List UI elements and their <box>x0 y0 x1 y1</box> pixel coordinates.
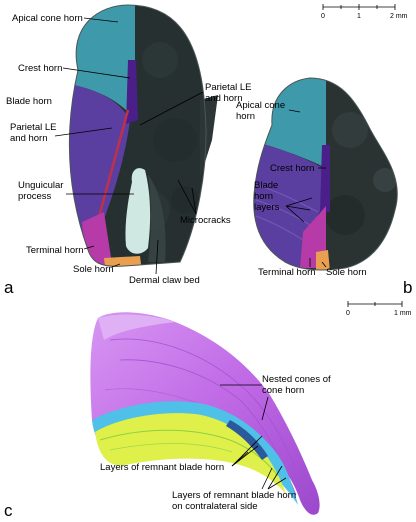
crest-region-a <box>126 60 138 124</box>
label-microcracks: Microcracks <box>180 215 231 226</box>
panel-letter-b: b <box>403 278 412 297</box>
panel-a: Apical cone horn Crest horn Blade horn P… <box>4 4 251 297</box>
label-blade-layers-b-2: horn <box>254 191 273 202</box>
label-parietal-right-2: and horn <box>205 93 243 104</box>
scale-top-tick-1: 1 <box>357 13 361 20</box>
scale-bar-bottom: 0 1 mm <box>346 301 412 317</box>
label-nested-cones-2: cone horn <box>262 385 304 396</box>
label-unguicular-2: process <box>18 191 52 202</box>
panel-b: Apical cone horn Crest horn Blade horn l… <box>236 77 412 297</box>
claw-a-outline <box>68 4 207 267</box>
label-contralateral-2: on contralateral side <box>172 501 258 512</box>
label-remnant-blade: Layers of remnant blade horn <box>100 462 224 473</box>
label-blade-layers-b-3: layers <box>254 202 280 213</box>
dermal-claw-bed-shape <box>148 175 166 262</box>
label-contralateral-1: Layers of remnant blade horn <box>172 490 296 501</box>
label-parietal-left-2: and horn <box>10 133 48 144</box>
scale-top-tick-0: 0 <box>321 13 325 20</box>
label-apical-cone-horn-a: Apical cone horn <box>12 13 83 24</box>
panel-letter-c: c <box>4 501 13 520</box>
panel-letter-a: a <box>4 278 14 297</box>
label-dermal-claw-bed: Dermal claw bed <box>129 275 200 286</box>
label-parietal-right-1: Parietal LE <box>205 82 251 93</box>
label-blade-horn-a: Blade horn <box>6 96 52 107</box>
label-parietal-left-1: Parietal LE <box>10 122 56 133</box>
claw-a-tip-outline <box>200 95 218 178</box>
blade-region-b <box>253 140 326 270</box>
sole-region-b <box>316 250 330 270</box>
scale-bottom-tick-0: 0 <box>346 310 350 317</box>
label-nested-cones-1: Nested cones of <box>262 374 331 385</box>
scale-bar-top: 0 1 2 mm <box>321 4 408 20</box>
scale-top-tick-2: 2 mm <box>390 13 408 20</box>
panel-c: Nested cones of cone horn Layers of remn… <box>4 312 331 520</box>
label-unguicular-1: Unguicular <box>18 180 63 191</box>
cone-horn-top-face <box>98 314 175 340</box>
label-apical-cone-b-1: Apical cone <box>236 100 285 111</box>
label-apical-cone-b-2: horn <box>236 111 255 122</box>
label-terminal-horn-b: Terminal horn <box>258 267 316 278</box>
label-terminal-horn-a: Terminal horn <box>26 245 84 256</box>
label-crest-horn-b: Crest horn <box>270 163 314 174</box>
unguicular-process-shape <box>125 168 151 254</box>
sole-region-a <box>104 256 142 267</box>
label-crest-horn-a: Crest horn <box>18 63 62 74</box>
scale-bottom-tick-1: 1 mm <box>394 310 412 317</box>
claw-b-outline <box>253 77 398 271</box>
crest-region-b <box>320 145 330 212</box>
remnant-blade-dark <box>226 420 268 460</box>
label-sole-horn-a: Sole horn <box>73 264 114 275</box>
label-sole-horn-b: Sole horn <box>326 267 367 278</box>
label-blade-layers-b-1: Blade <box>254 180 278 191</box>
